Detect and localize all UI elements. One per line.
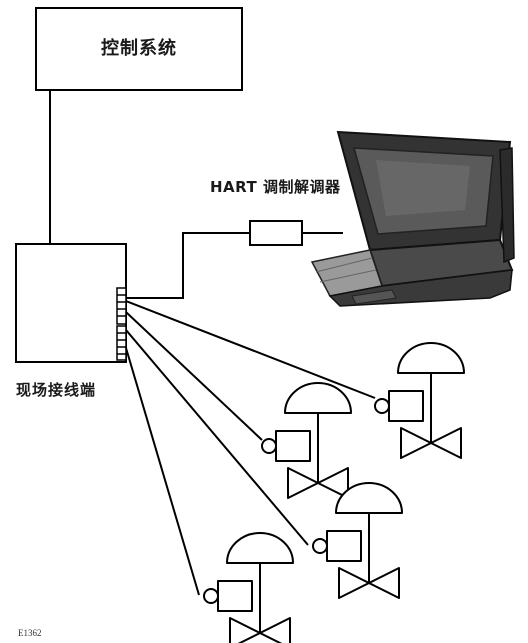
valve-icon (261, 382, 352, 499)
control-system-box (35, 7, 243, 91)
figure-id-label: E1362 (18, 628, 42, 638)
valve-icon (203, 532, 294, 643)
field-terminal-label: 现场接线端 (16, 381, 97, 399)
valve-icon (312, 482, 403, 599)
terminal-strip (116, 287, 127, 361)
modem-wire (126, 232, 250, 299)
valve-icon (374, 342, 465, 459)
hart-modem-label: HART 调制解调器 (210, 178, 341, 196)
hart-modem-box (249, 220, 303, 246)
field-terminal-box (15, 243, 127, 363)
field-wires (125, 300, 376, 596)
laptop-icon (310, 130, 515, 307)
control-system-label: 控制系统 (101, 38, 177, 59)
